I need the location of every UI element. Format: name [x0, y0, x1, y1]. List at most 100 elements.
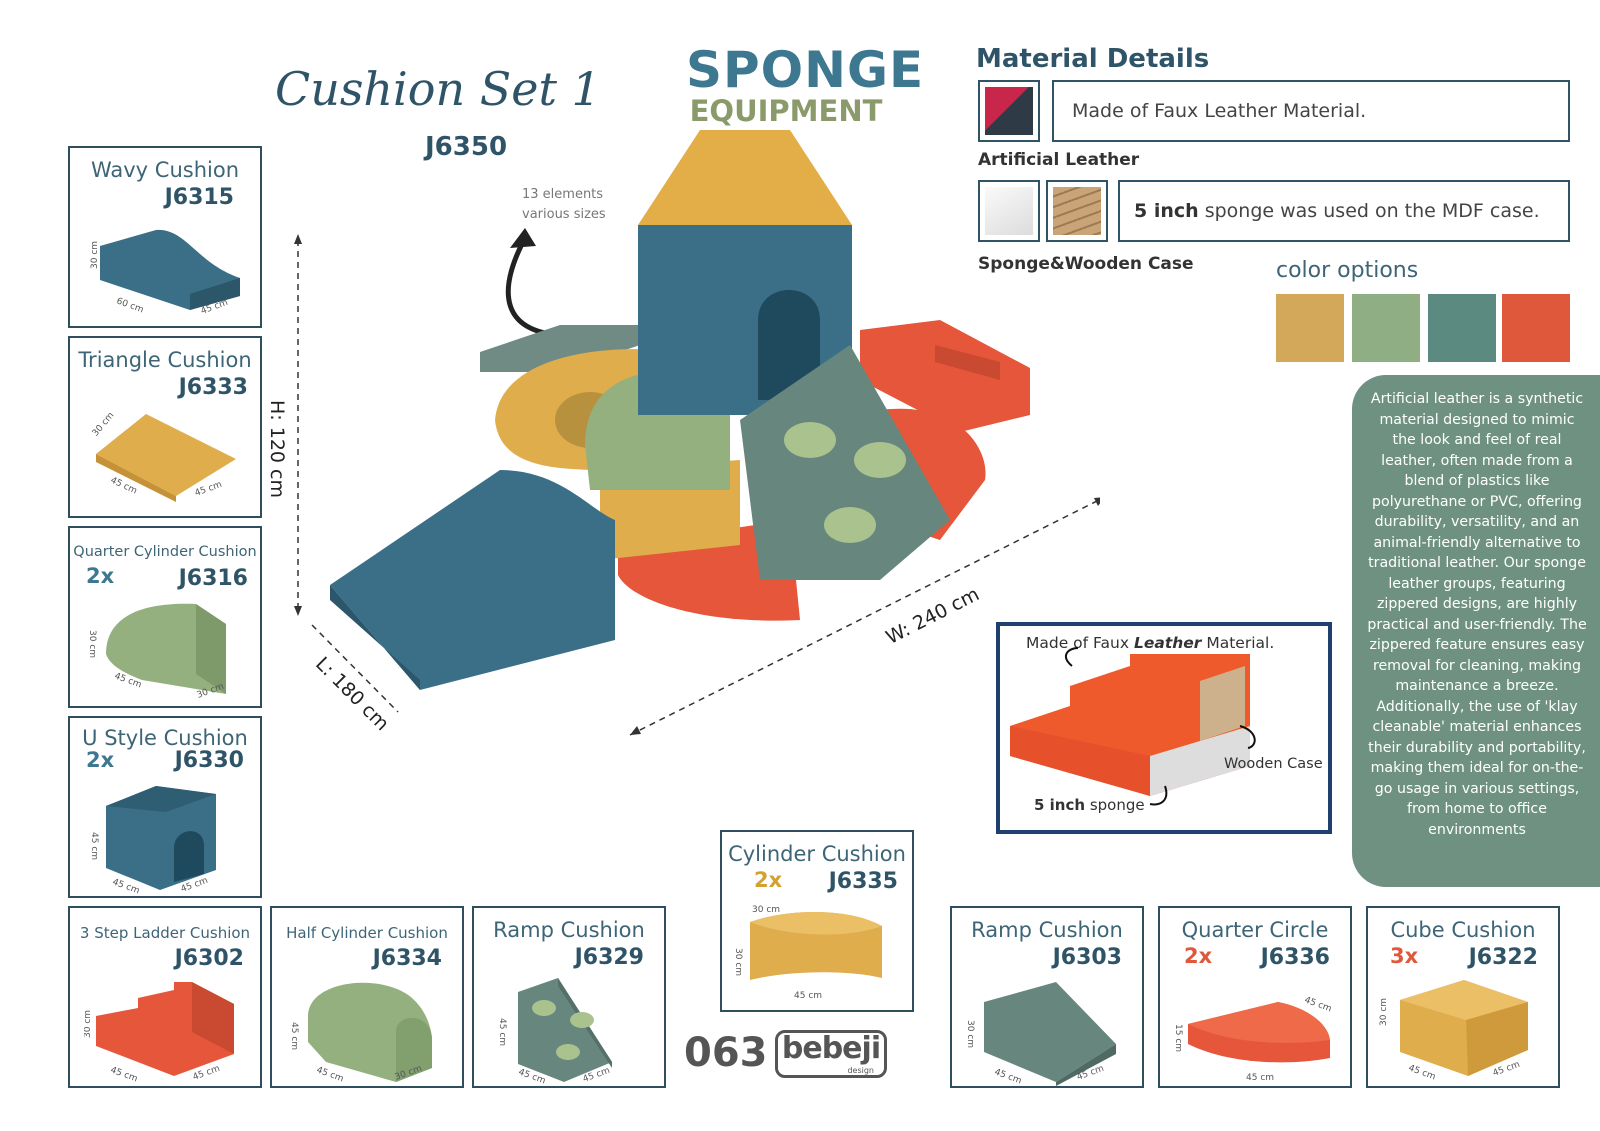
- dim-height: 30 cm: [90, 241, 100, 269]
- description-panel: Artificial leather is a synthetic materi…: [1352, 375, 1600, 887]
- length-dim-line: [311, 624, 399, 713]
- wavy-cushion-icon: 30 cm 60 cm 45 cm: [90, 229, 240, 317]
- ramp-handles-icon: 45 cm 45 cm 45 cm: [497, 978, 612, 1086]
- product-name: Triangle Cushion: [78, 348, 252, 372]
- dim-height: 30 cm: [84, 1010, 93, 1038]
- dim-length: 45 cm: [1246, 1073, 1274, 1083]
- leather-swatch: [978, 80, 1040, 142]
- product-card-half-cylinder: Half Cylinder Cushion J6334 45 cm 45 cm …: [270, 906, 464, 1088]
- product-name: Cube Cushion: [1390, 918, 1536, 942]
- product-code: J6334: [372, 946, 442, 971]
- sponge-label: Sponge&Wooden Case: [978, 254, 1194, 274]
- product-name: Wavy Cushion: [90, 158, 240, 182]
- product-code: J6315: [164, 185, 234, 210]
- product-name: Ramp Cushion: [971, 918, 1123, 942]
- step-ladder-icon: 30 cm 45 cm 45 cm: [84, 982, 234, 1084]
- dim-width: 45 cm: [1303, 995, 1333, 1014]
- logo-subtext: design: [847, 1066, 874, 1075]
- product-code: J6329: [574, 945, 644, 970]
- dim-length: 45 cm: [794, 991, 822, 1001]
- color-swatch-teal: [1428, 294, 1496, 362]
- product-code: J6303: [1052, 945, 1122, 970]
- product-card-ramp-j6303: Ramp Cushion J6303 30 cm 45 cm 45 cm: [950, 906, 1144, 1088]
- cube-cushion-icon: 30 cm 45 cm 45 cm: [1379, 980, 1528, 1082]
- sponge-text-bold: 5 inch: [1134, 200, 1199, 222]
- inset-sponge-label: 5 inch sponge: [1034, 796, 1145, 814]
- product-card-3-step-ladder: 3 Step Ladder Cushion J6302 30 cm 45 cm …: [68, 906, 262, 1088]
- product-qty: 2x: [1184, 944, 1213, 968]
- product-name: Quarter Circle: [1181, 918, 1329, 942]
- product-card-ramp-j6329: Ramp Cushion J6329 45 cm 45 cm 45 cm: [472, 906, 666, 1088]
- leather-label: Artificial Leather: [978, 150, 1140, 170]
- product-qty: 3x: [1390, 944, 1419, 968]
- sponge-text-rest: sponge was used on the MDF case.: [1198, 200, 1540, 222]
- product-code: J6302: [174, 946, 244, 971]
- dim-height: 30 cm: [87, 630, 97, 658]
- triangle-cushion-icon: 30 cm 45 cm 45 cm: [91, 411, 236, 502]
- product-code: J6336: [1260, 945, 1330, 970]
- width-dim-line: [629, 498, 1100, 736]
- dim-length: 45 cm: [315, 1065, 345, 1084]
- product-card-cube: Cube Cushion 3x J6322 30 cm 45 cm 45 cm: [1366, 906, 1560, 1088]
- product-card-triangle: Triangle Cushion J6333 30 cm 45 cm 45 cm: [68, 336, 262, 518]
- height-label: H: 120 cm: [266, 400, 288, 498]
- product-qty: 2x: [754, 868, 783, 892]
- quarter-circle-icon: 15 cm 45 cm 45 cm: [1173, 995, 1333, 1083]
- description-text: Artificial leather is a synthetic materi…: [1367, 391, 1587, 838]
- ramp-cushion-icon: 30 cm 45 cm 45 cm: [965, 982, 1116, 1086]
- brand-top: SPONGE: [686, 41, 925, 99]
- set-code: J6350: [425, 132, 508, 162]
- product-name: Ramp Cushion: [493, 918, 645, 942]
- dim-width: 45 cm: [194, 480, 224, 499]
- dim-length: 45 cm: [993, 1067, 1023, 1086]
- inset-top-text: Made of Faux Leather Material.: [1026, 634, 1274, 652]
- product-card-cylinder: Cylinder Cushion 2x J6335 30 cm 30 cm 45…: [720, 830, 914, 1012]
- dim-height: 15 cm: [1173, 1024, 1183, 1052]
- dim-height: 45 cm: [289, 1022, 299, 1050]
- brand-logo: SPONGE EQUIPMENT: [686, 41, 925, 128]
- product-name: Half Cylinder Cushion: [286, 924, 448, 942]
- product-card-wavy: Wavy Cushion J6315 30 cm 60 cm 45 cm: [68, 146, 262, 328]
- curved-arrow: [505, 236, 559, 338]
- sponge-swatch: [978, 180, 1040, 242]
- inset-sponge-bold: 5 inch: [1034, 796, 1086, 814]
- color-swatch-green: [1352, 294, 1420, 362]
- color-swatch-orange: [1502, 294, 1570, 362]
- dim-length: 45 cm: [1407, 1063, 1437, 1082]
- product-name: 3 Step Ladder Cushion: [79, 924, 251, 942]
- dim-height: 30 cm: [752, 905, 780, 915]
- dim-height: 45 cm: [89, 832, 99, 860]
- product-code: J6335: [828, 869, 898, 894]
- product-name: U Style Cushion: [82, 726, 248, 750]
- product-code: J6330: [174, 748, 244, 773]
- product-code: J6316: [178, 566, 248, 591]
- product-code: J6322: [1468, 945, 1538, 970]
- logo-text: bebeji: [781, 1031, 881, 1066]
- cylinder-cushion-icon: 30 cm 30 cm 45 cm: [733, 905, 882, 1001]
- product-name: Quarter Cylinder Cushion: [73, 544, 257, 560]
- dim-height: 45 cm: [497, 1018, 507, 1046]
- elements-note: 13 elements various sizes: [522, 187, 606, 222]
- inset-sponge-rest: sponge: [1085, 796, 1145, 814]
- product-card-quarter-cylinder: Quarter Cylinder Cushion 2x J6316 30 cm …: [68, 526, 262, 708]
- material-heading: Material Details: [976, 44, 1210, 74]
- product-card-quarter-circle: Quarter Circle 2x J6336 15 cm 45 cm 45 c…: [1158, 906, 1352, 1088]
- product-qty: 2x: [86, 748, 115, 772]
- set-title: Cushion Set 1: [275, 62, 601, 116]
- brand-bottom: EQUIPMENT: [689, 94, 883, 128]
- inset-top-pre: Made of Faux: [1026, 634, 1134, 652]
- leather-text-box: Made of Faux Leather Material.: [1052, 80, 1570, 142]
- detail-inset: Made of Faux Leather Material. Wooden Ca…: [996, 622, 1332, 834]
- color-swatch-yellow: [1276, 294, 1344, 362]
- inset-top-bold: Leather: [1133, 634, 1202, 652]
- inset-wooden-label: Wooden Case: [1224, 756, 1323, 772]
- dim-length: 60 cm: [115, 296, 145, 315]
- bebeji-logo: bebeji design: [775, 1030, 887, 1078]
- sponge-text-box: 5 inch sponge was used on the MDF case.: [1118, 180, 1570, 242]
- dim-height: 30 cm: [1379, 998, 1389, 1026]
- product-qty: 2x: [86, 564, 115, 588]
- play-set-illustration: [294, 130, 1100, 736]
- quarter-cylinder-icon: 30 cm 45 cm 30 cm: [87, 603, 226, 701]
- dim-length: 45 cm: [109, 1065, 139, 1084]
- product-name: Cylinder Cushion: [728, 842, 906, 866]
